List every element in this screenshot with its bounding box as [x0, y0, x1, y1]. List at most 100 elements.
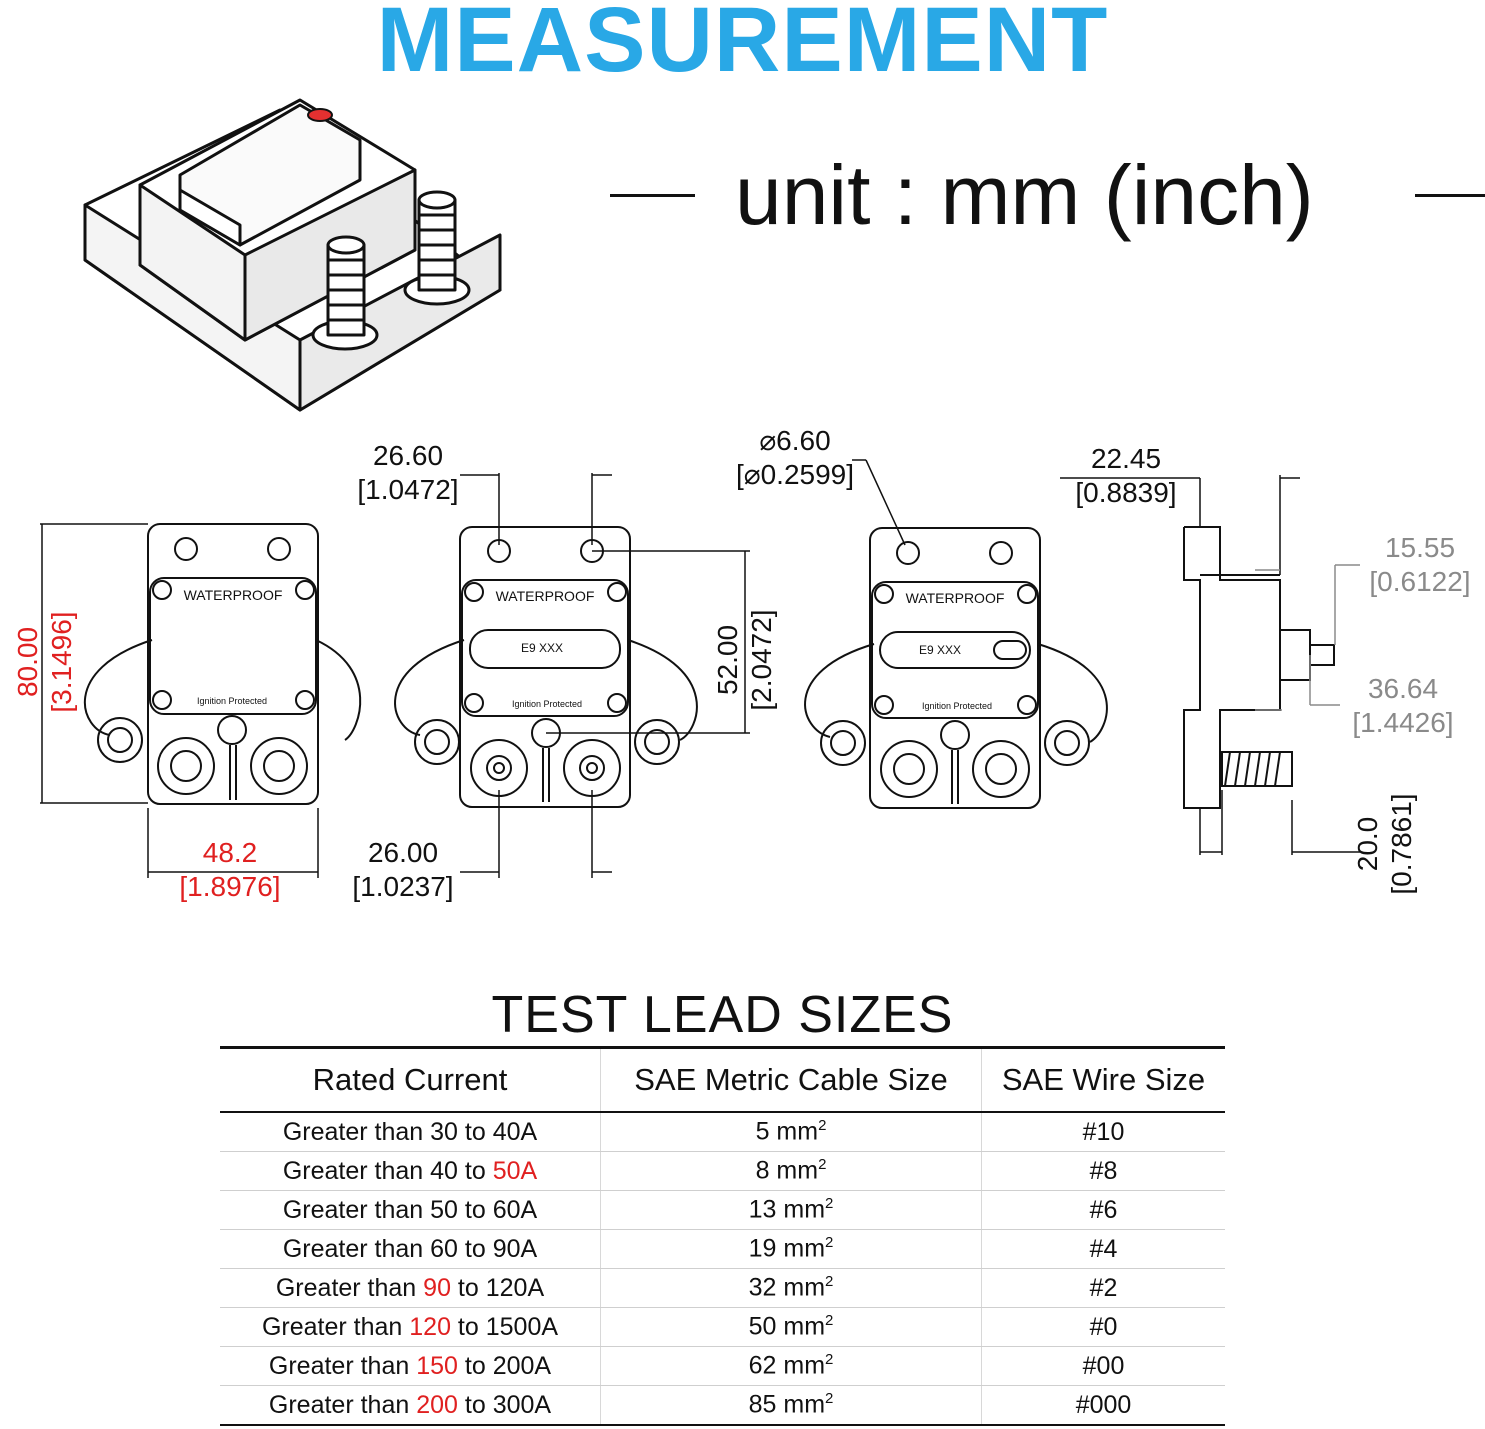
range-mid: to: [457, 1117, 493, 1146]
dim-button-offset: 36.64 [1.4426]: [1352, 673, 1454, 738]
range-mid: to: [450, 1312, 486, 1341]
unit-right-rule: [1415, 193, 1485, 197]
range-prefix: Greater than: [268, 1351, 417, 1380]
dimension-lines: [40, 459, 1360, 878]
unit-left-rule: [610, 193, 695, 197]
range-high: 120A: [485, 1273, 545, 1302]
wire-size-cell: #0: [981, 1307, 1225, 1347]
dim-width: 48.2 [1.8976]: [179, 837, 281, 902]
wire-size-cell: #8: [981, 1151, 1225, 1191]
range-high: 60A: [492, 1195, 538, 1224]
drawing-labels: WATERPROOF WATERPROOF WATERPROOF Ignitio…: [184, 587, 1005, 711]
wire-size-cell: #4: [981, 1229, 1225, 1269]
dim-depth: 22.45 [0.8839]: [1075, 443, 1177, 508]
metric-superscript: 2: [825, 1390, 834, 1408]
range-mid: to: [457, 1234, 493, 1263]
waterproof-label: WATERPROOF: [496, 588, 595, 604]
metric-size-cell: 62 mm2: [600, 1346, 982, 1386]
range-prefix: Greater than: [275, 1273, 424, 1302]
range-low: 90: [423, 1273, 451, 1302]
rated-current-cell: Greater than 60 to 90A: [220, 1229, 601, 1269]
rated-current-cell: Greater than 120 to 1500A: [220, 1307, 601, 1347]
front-view-1: [83, 523, 362, 805]
range-low: 200: [416, 1390, 458, 1419]
dim-terminal-spacing: 26.00 [1.0237]: [352, 837, 454, 902]
rated-current-cell: Greater than 150 to 200A: [220, 1346, 601, 1386]
metric-value: 8 mm: [755, 1156, 819, 1185]
metric-size-cell: 85 mm2: [600, 1385, 982, 1426]
range-low: 40: [430, 1156, 458, 1185]
rated-current-cell: Greater than 40 to 50A: [220, 1151, 601, 1191]
unit-label: unit : mm (inch): [610, 140, 1485, 250]
metric-value: 85 mm: [748, 1390, 826, 1419]
front-view-2: [394, 526, 698, 808]
range-mid: to: [450, 1273, 486, 1302]
metric-size-cell: 8 mm2: [600, 1151, 982, 1191]
header-rated-current: Rated Current: [220, 1046, 601, 1113]
rated-current-cell: Greater than 50 to 60A: [220, 1190, 601, 1230]
range-high: 40A: [492, 1117, 538, 1146]
metric-superscript: 2: [825, 1312, 834, 1330]
side-view: [1183, 526, 1335, 809]
wire-size-cell: #2: [981, 1268, 1225, 1308]
front-view-3: [804, 527, 1108, 809]
metric-size-cell: 5 mm2: [600, 1112, 982, 1152]
metric-superscript: 2: [818, 1117, 827, 1135]
waterproof-label: WATERPROOF: [184, 587, 283, 603]
range-mid: to: [457, 1195, 493, 1224]
range-mid: to: [457, 1390, 493, 1419]
rated-current-cell: Greater than 200 to 300A: [220, 1385, 601, 1426]
metric-size-cell: 13 mm2: [600, 1190, 982, 1230]
model-label: E9 XXX: [919, 643, 961, 657]
range-low: 120: [409, 1312, 451, 1341]
range-low: 60: [430, 1234, 458, 1263]
breaker-drawing: WATERPROOF WATERPROOF WATERPROOF Ignitio…: [40, 98, 1360, 878]
metric-superscript: 2: [825, 1234, 834, 1252]
waterproof-label: WATERPROOF: [906, 590, 1005, 606]
terminal-stud-icon: [311, 235, 379, 351]
test-lead-table: Rated Current SAE Metric Cable Size SAE …: [220, 1046, 1225, 1426]
range-prefix: Greater than: [282, 1195, 431, 1224]
dim-button-height: 15.55 [0.6122]: [1369, 532, 1471, 597]
rated-current-cell: Greater than 90 to 120A: [220, 1268, 601, 1308]
table-title: TEST LEAD SIZES: [491, 986, 954, 1044]
metric-superscript: 2: [825, 1273, 834, 1291]
range-prefix: Greater than: [282, 1156, 431, 1185]
light-dimension-lines: [1255, 564, 1360, 711]
dim-vertical-spacing: 52.00 [2.0472]: [712, 609, 777, 711]
range-high: 50A: [492, 1156, 538, 1185]
range-low: 30: [430, 1117, 458, 1146]
metric-superscript: 2: [825, 1195, 834, 1213]
dim-hole-diameter: ⌀6.60 [⌀0.2599]: [735, 425, 855, 490]
metric-value: 5 mm: [755, 1117, 819, 1146]
range-high: 300A: [492, 1390, 552, 1419]
indicator-icon: [307, 108, 333, 122]
metric-value: 50 mm: [748, 1312, 826, 1341]
dim-stud-length: 20.0 [0.7861]: [1352, 793, 1417, 895]
range-prefix: Greater than: [261, 1312, 410, 1341]
range-prefix: Greater than: [268, 1390, 417, 1419]
rated-current-cell: Greater than 30 to 40A: [220, 1112, 601, 1152]
unit-text: unit : mm (inch): [735, 147, 1314, 242]
metric-value: 62 mm: [748, 1351, 826, 1380]
range-prefix: Greater than: [282, 1234, 431, 1263]
metric-size-cell: 50 mm2: [600, 1307, 982, 1347]
range-high: 90A: [492, 1234, 538, 1263]
wire-size-cell: #000: [981, 1385, 1225, 1426]
wire-size-cell: #00: [981, 1346, 1225, 1386]
metric-size-cell: 32 mm2: [600, 1268, 982, 1308]
range-low: 50: [430, 1195, 458, 1224]
metric-superscript: 2: [825, 1351, 834, 1369]
range-high: 200A: [492, 1351, 552, 1380]
ignition-label: Ignition Protected: [922, 701, 992, 711]
model-label: E9 XXX: [521, 641, 563, 655]
page-title: MEASUREMENT: [376, 0, 1109, 91]
header-metric-size: SAE Metric Cable Size: [600, 1046, 982, 1113]
metric-value: 32 mm: [748, 1273, 826, 1302]
